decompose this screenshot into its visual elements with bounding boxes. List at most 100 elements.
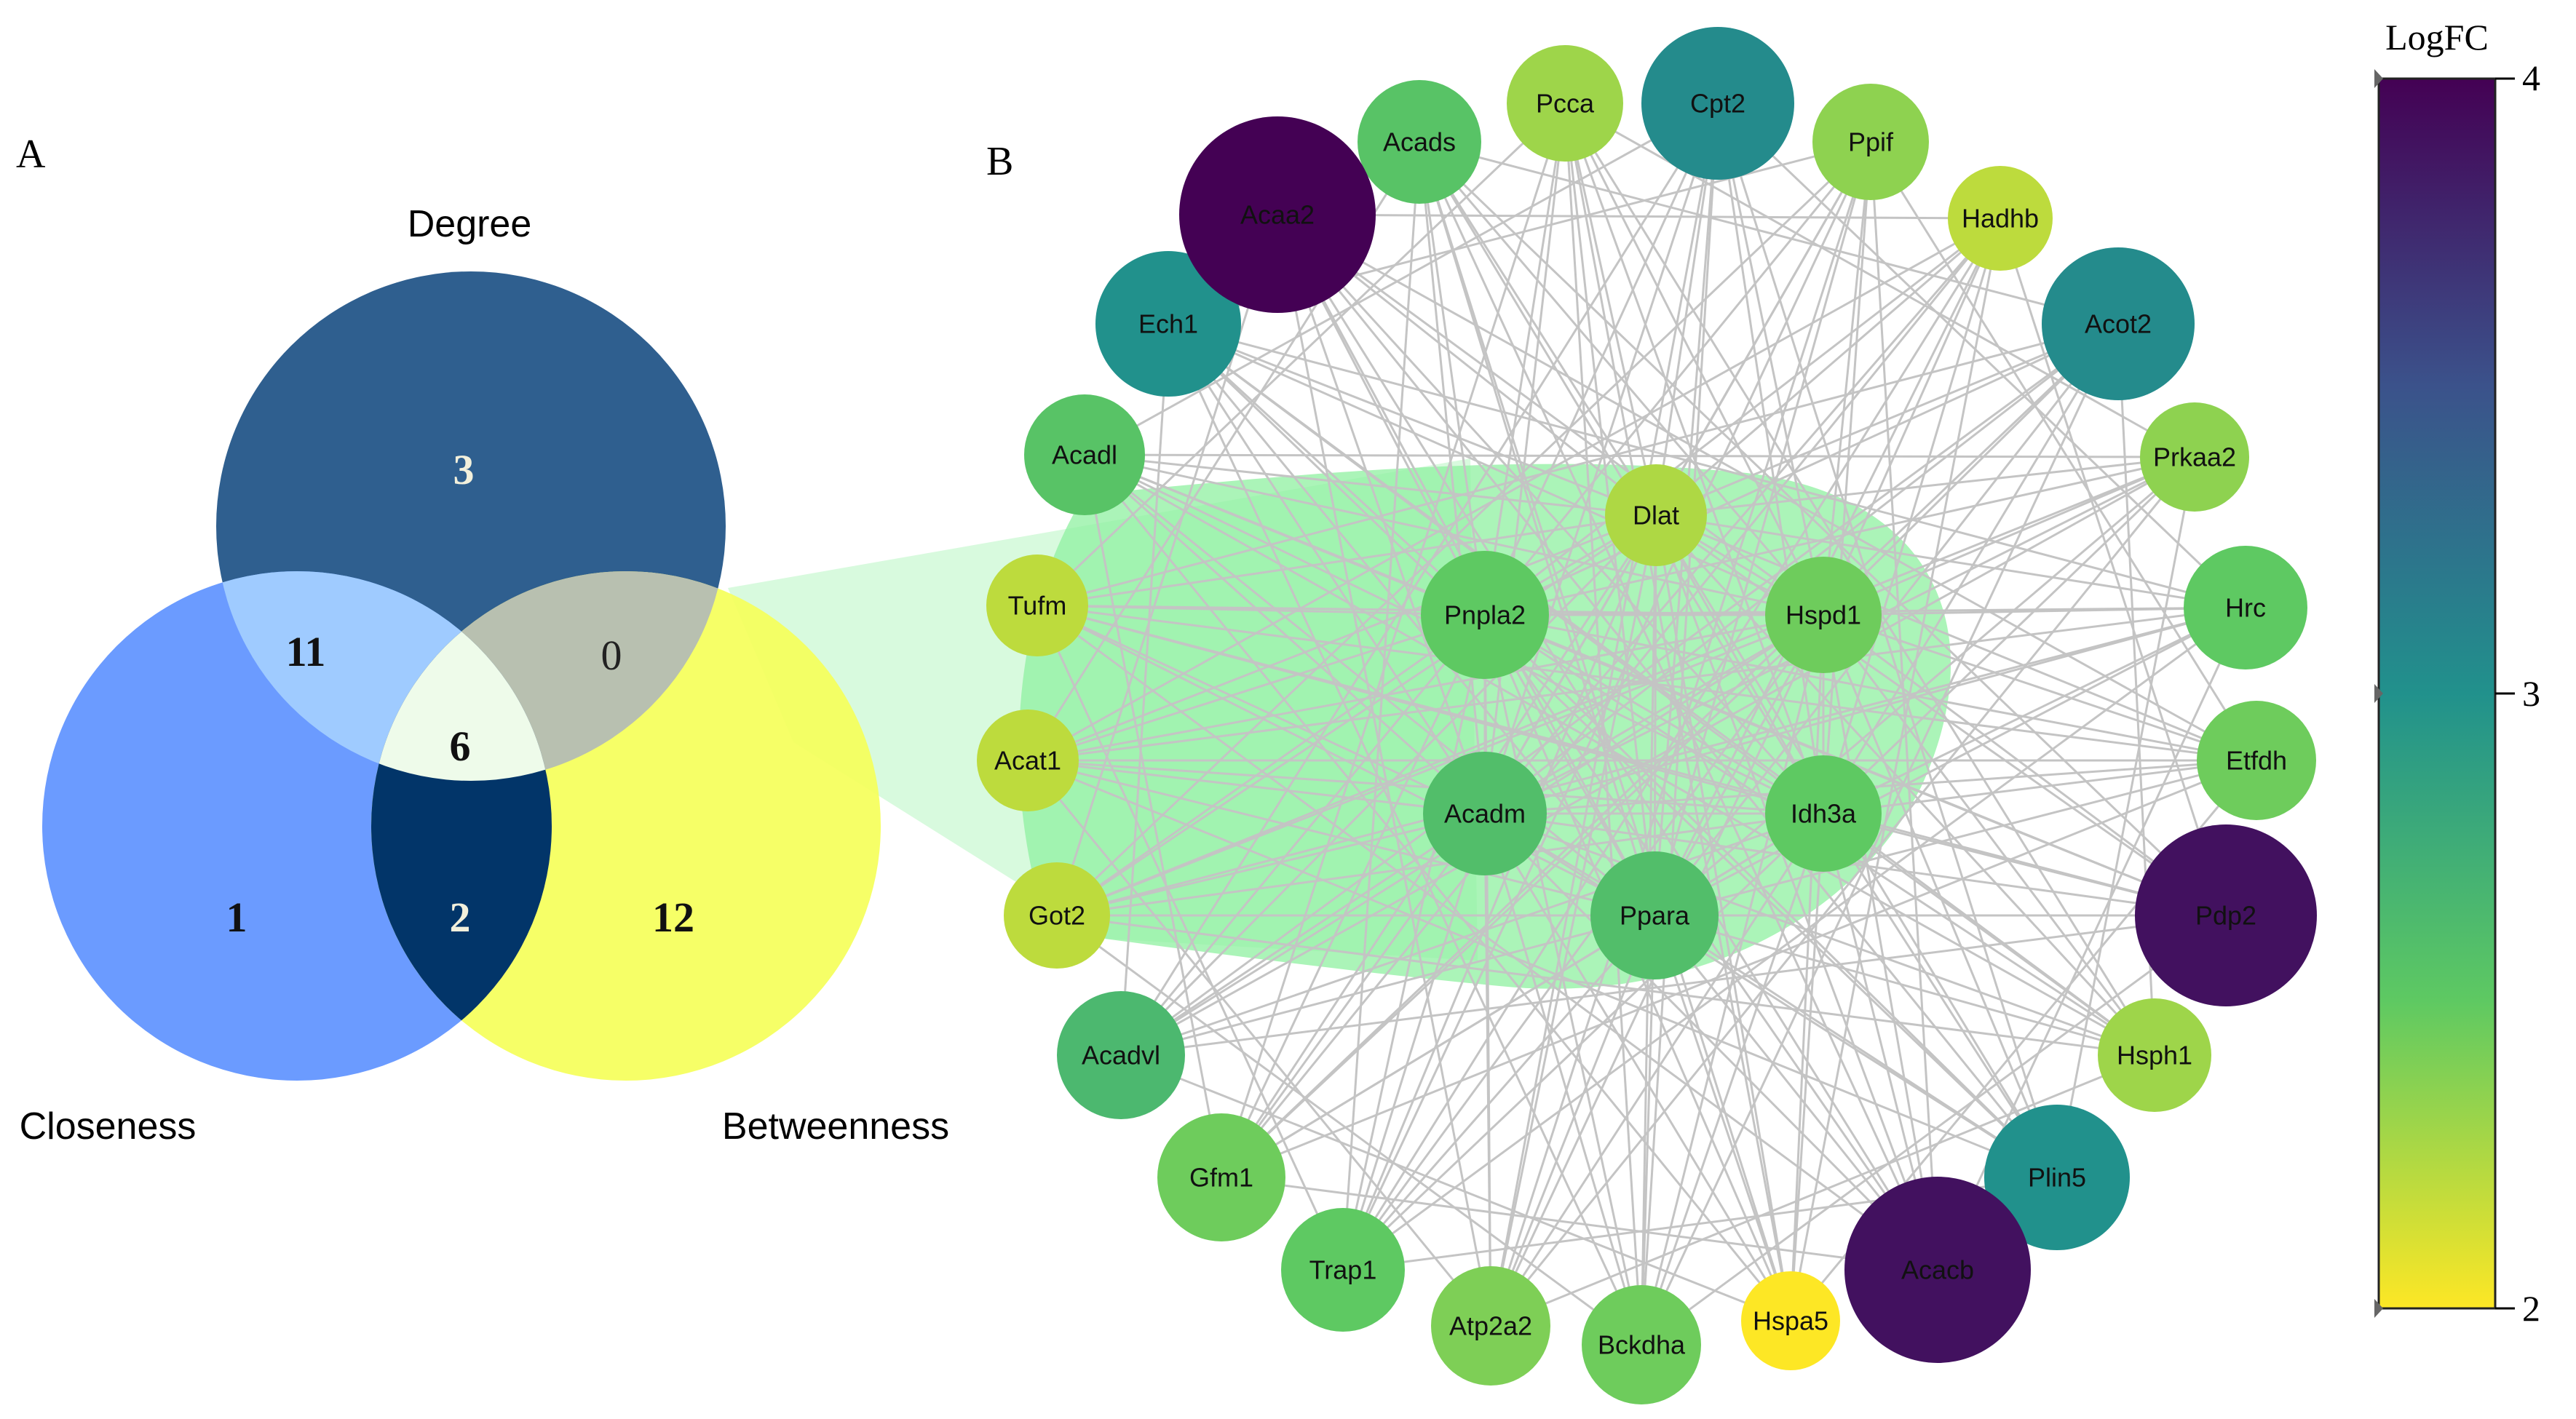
colorbar-slider-handle-mid[interactable] [2374, 684, 2383, 703]
node-tufm[interactable]: Tufm [986, 555, 1088, 656]
node-circle[interactable] [1605, 464, 1707, 566]
node-circle[interactable] [1095, 251, 1241, 397]
network-edge [1119, 103, 1719, 1056]
network-edge [1418, 141, 1939, 1271]
node-circle[interactable] [1641, 27, 1794, 180]
network-edge [1484, 613, 1824, 815]
node-circle[interactable] [1057, 991, 1185, 1119]
node-circle[interactable] [1004, 862, 1110, 969]
count-closeness-betweenness: 2 [450, 894, 471, 941]
network-edge [1056, 514, 1657, 917]
node-acads[interactable]: Acads [1358, 80, 1481, 204]
colorbar-slider-handle-top[interactable] [2374, 69, 2383, 88]
node-hspa5[interactable]: Hspa5 [1741, 1271, 1840, 1370]
node-dlat[interactable]: Dlat [1605, 464, 1707, 566]
node-label: Idh3a [1791, 799, 1857, 829]
node-acadm[interactable]: Acadm [1423, 752, 1547, 875]
node-circle[interactable] [1024, 394, 1145, 515]
network-edge [1167, 323, 1656, 916]
node-trap1[interactable]: Trap1 [1281, 1208, 1405, 1332]
network-edge [1341, 614, 1825, 1271]
network-edge [1055, 140, 1872, 917]
network-edge [1489, 141, 1872, 1327]
node-circle[interactable] [1157, 1113, 1285, 1241]
node-acaa2[interactable]: Acaa2 [1179, 116, 1376, 313]
node-circle[interactable] [1765, 557, 1882, 673]
node-circle[interactable] [1358, 80, 1481, 204]
node-circle[interactable] [1281, 1208, 1405, 1332]
node-hsph1[interactable]: Hsph1 [2098, 998, 2211, 1112]
node-acadvl[interactable]: Acadvl [1057, 991, 1185, 1119]
node-acot2[interactable]: Acot2 [2042, 247, 2195, 400]
node-circle[interactable] [1507, 45, 1623, 162]
node-label: Plin5 [2028, 1163, 2086, 1193]
node-ppif[interactable]: Ppif [1812, 84, 1929, 200]
node-pcca[interactable]: Pcca [1507, 45, 1623, 162]
node-circle[interactable] [1984, 1105, 2130, 1250]
node-gfm1[interactable]: Gfm1 [1157, 1113, 1285, 1241]
node-circle[interactable] [1765, 755, 1882, 872]
node-circle[interactable] [977, 710, 1079, 811]
node-ppara[interactable]: Ppara [1590, 851, 1719, 979]
network-edge [1083, 454, 1792, 1321]
node-pdp2[interactable]: Pdp2 [2135, 824, 2317, 1006]
node-circle[interactable] [2184, 546, 2307, 669]
node-etfdh[interactable]: Etfdh [2197, 701, 2316, 820]
node-plin5[interactable]: Plin5 [1984, 1105, 2130, 1250]
node-circle[interactable] [1421, 551, 1549, 679]
colorbar-slider-handle-bottom[interactable] [2374, 1299, 2383, 1318]
node-got2[interactable]: Got2 [1004, 862, 1110, 969]
network-edge [1120, 456, 2195, 1057]
network-edge [1489, 915, 1656, 1327]
node-atp2a2[interactable]: Atp2a2 [1431, 1266, 1550, 1386]
node-circle[interactable] [1812, 84, 1929, 200]
node-acat1[interactable]: Acat1 [977, 710, 1079, 811]
node-cpt2[interactable]: Cpt2 [1641, 27, 1794, 180]
node-circle[interactable] [1431, 1266, 1550, 1386]
node-pnpla2[interactable]: Pnpla2 [1421, 551, 1549, 679]
colorbar-tick-label: 3 [2522, 673, 2540, 714]
node-circle[interactable] [2098, 998, 2211, 1112]
network-edge [1083, 454, 1223, 1178]
network-edge [2056, 456, 2196, 1178]
network-edge [1055, 214, 1279, 916]
network-edge [1716, 102, 2247, 609]
network-edge [1654, 514, 1792, 1321]
node-bckdha[interactable]: Bckdha [1582, 1285, 1701, 1404]
node-circle[interactable] [1423, 752, 1547, 875]
network-edge [1220, 103, 1566, 1178]
network-edge [1822, 614, 2156, 1056]
node-circle[interactable] [1844, 1177, 2031, 1363]
network-edge [1655, 456, 2195, 517]
network-edge [1036, 605, 1344, 1271]
node-circle[interactable] [986, 555, 1088, 656]
network-edge [1418, 141, 1486, 616]
network-edge [1168, 322, 2246, 609]
node-circle[interactable] [1582, 1285, 1701, 1404]
node-circle[interactable] [2140, 402, 2249, 512]
network-edge [1084, 453, 1655, 917]
node-circle[interactable] [1948, 166, 2053, 271]
node-circle[interactable] [2042, 247, 2195, 400]
node-idh3a[interactable]: Idh3a [1765, 755, 1882, 872]
node-circle[interactable] [1590, 851, 1719, 979]
network-edge [1027, 606, 2246, 762]
network-edge [1084, 102, 1719, 456]
network-edge [1654, 914, 2155, 1057]
node-circle[interactable] [2135, 824, 2317, 1006]
node-ech1[interactable]: Ech1 [1095, 251, 1241, 397]
node-acacb[interactable]: Acacb [1844, 1177, 2031, 1363]
node-hrc[interactable]: Hrc [2184, 546, 2307, 669]
node-label: Atp2a2 [1449, 1311, 1532, 1341]
node-prkaa2[interactable]: Prkaa2 [2140, 402, 2249, 512]
node-hadhb[interactable]: Hadhb [1948, 166, 2053, 271]
network-edge [1277, 213, 2001, 220]
node-label: Hspd1 [1786, 600, 1861, 630]
node-hspd1[interactable]: Hspd1 [1765, 557, 1882, 673]
node-circle[interactable] [2197, 701, 2316, 820]
count-betweenness-only: 12 [652, 894, 694, 941]
node-acadl[interactable]: Acadl [1024, 394, 1145, 515]
colorbar-tick-label: 4 [2522, 57, 2540, 98]
node-circle[interactable] [1179, 116, 1376, 313]
node-circle[interactable] [1741, 1271, 1840, 1370]
